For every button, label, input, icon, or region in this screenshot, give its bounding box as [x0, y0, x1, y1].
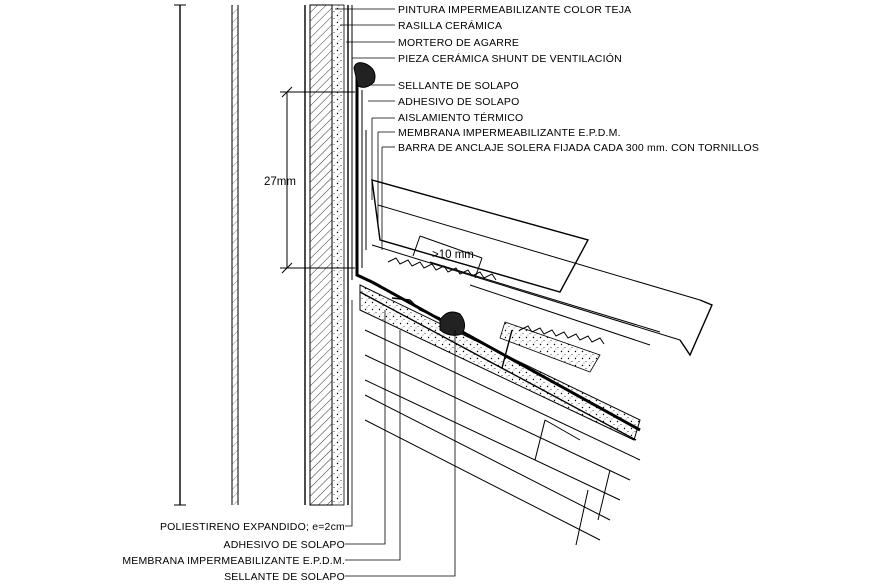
- label-adhesivo-top: ADHESIVO DE SOLAPO: [398, 96, 519, 108]
- label-rasilla: RASILLA CERÁMICA: [398, 19, 502, 32]
- label-poliestireno: POLIESTIRENO EXPANDIDO; e=2cm: [160, 521, 345, 533]
- top-annotations: PINTURA IMPERMEABILIZANTE COLOR TEJA RAS…: [335, 4, 759, 250]
- label-membrana-top: MEMBRANA IMPERMEABILIZANTE E.P.D.M.: [398, 127, 621, 139]
- dimension-27mm: 27mm: [264, 86, 355, 274]
- label-mortero: MORTERO DE AGARRE: [398, 37, 519, 49]
- membrane-upstand: [353, 62, 376, 284]
- dimension-10mm: >10 mm: [412, 235, 483, 279]
- bottom-annotations: POLIESTIRENO EXPANDIDO; e=2cm ADHESIVO D…: [122, 300, 456, 583]
- sloped-roof: [359, 179, 713, 546]
- vertical-wall: [174, 4, 353, 506]
- label-membrana-bottom: MEMBRANA IMPERMEABILIZANTE E.P.D.M.: [122, 555, 345, 567]
- label-sellante-bottom: SELLANTE DE SOLAPO: [224, 571, 345, 583]
- dimension-label-10mm: >10 mm: [432, 249, 474, 261]
- label-aislamiento: AISLAMIENTO TÉRMICO: [398, 111, 523, 124]
- label-pintura: PINTURA IMPERMEABILIZANTE COLOR TEJA: [398, 4, 631, 16]
- label-pieza-shunt: PIEZA CERÁMICA SHUNT DE VENTILACIÓN: [398, 52, 622, 65]
- label-adhesivo-bottom: ADHESIVO DE SOLAPO: [224, 539, 345, 551]
- dimension-label-27mm: 27mm: [264, 176, 296, 188]
- label-barra-anclaje: BARRA DE ANCLAJE SOLERA FIJADA CADA 300 …: [398, 142, 759, 154]
- label-sellante-top: SELLANTE DE SOLAPO: [398, 80, 519, 92]
